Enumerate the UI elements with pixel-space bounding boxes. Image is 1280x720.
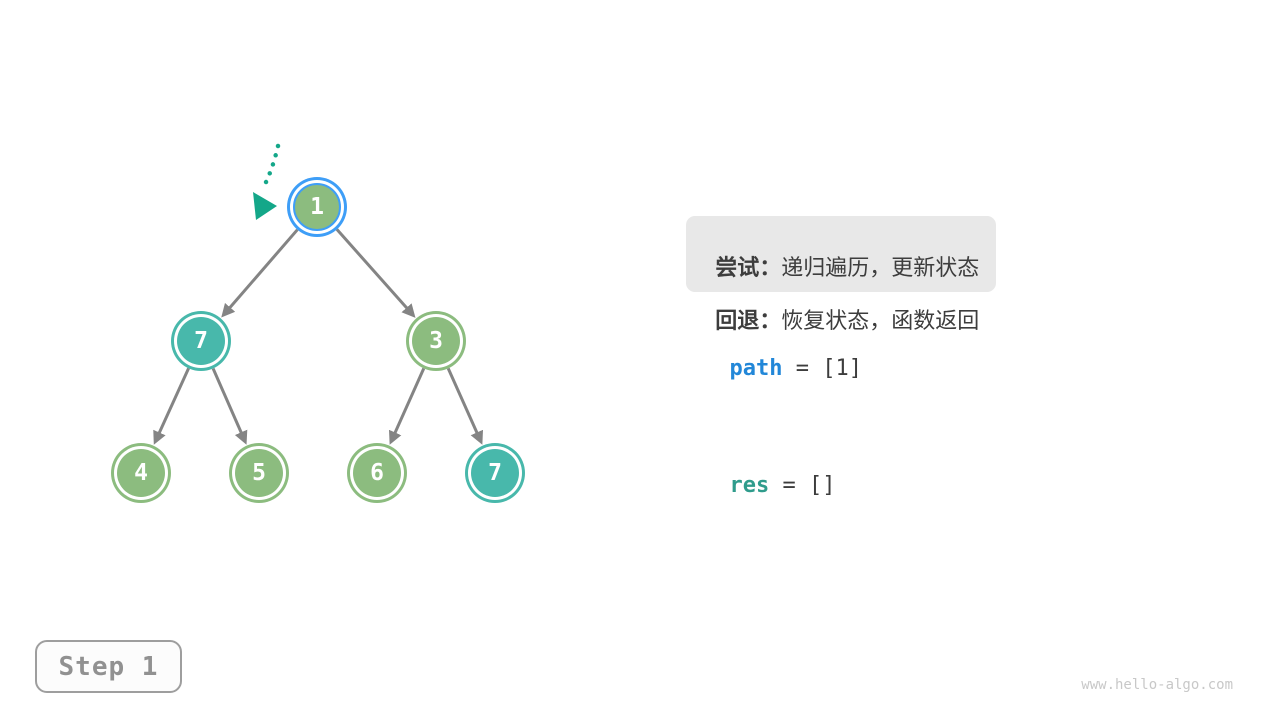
- tree-node-3: 3: [412, 317, 460, 365]
- tree-node-7-left: 7: [177, 317, 225, 365]
- path-variable-name: path: [729, 356, 783, 381]
- res-variable-value: = []: [769, 473, 836, 498]
- cursor-arrow-icon: [253, 143, 281, 220]
- tree-node-1: 1: [293, 183, 341, 231]
- tree-edges: [153, 143, 484, 445]
- path-variable-value: = [1]: [782, 356, 862, 381]
- try-label: 尝试：: [715, 255, 782, 280]
- tree-node-7-right: 7: [471, 449, 519, 497]
- tree-node-4: 4: [117, 449, 165, 497]
- edge-1-7: [221, 228, 299, 318]
- path-variable-line: path = [1]: [703, 331, 862, 381]
- edge-3-6: [388, 367, 426, 445]
- res-variable-name: res: [729, 473, 770, 498]
- try-annotation-box: 尝试：递归遍历，更新状态: [686, 216, 997, 292]
- try-text: 递归遍历，更新状态: [781, 255, 980, 280]
- watermark: www.hello-algo.com: [1081, 677, 1233, 693]
- edge-3-7: [446, 367, 484, 445]
- edge-7-4: [153, 367, 190, 445]
- backtrack-label: 回退：: [715, 308, 782, 333]
- tree-node-5: 5: [235, 449, 283, 497]
- backtrack-text: 恢复状态，函数返回: [781, 308, 980, 333]
- step-badge: Step 1: [35, 640, 182, 693]
- backtrack-annotation: 回退：恢复状态，函数返回: [703, 280, 979, 334]
- edge-7-5: [211, 367, 248, 445]
- tree-node-6: 6: [353, 449, 401, 497]
- edge-1-3: [335, 228, 416, 318]
- res-variable-line: res = []: [703, 448, 836, 498]
